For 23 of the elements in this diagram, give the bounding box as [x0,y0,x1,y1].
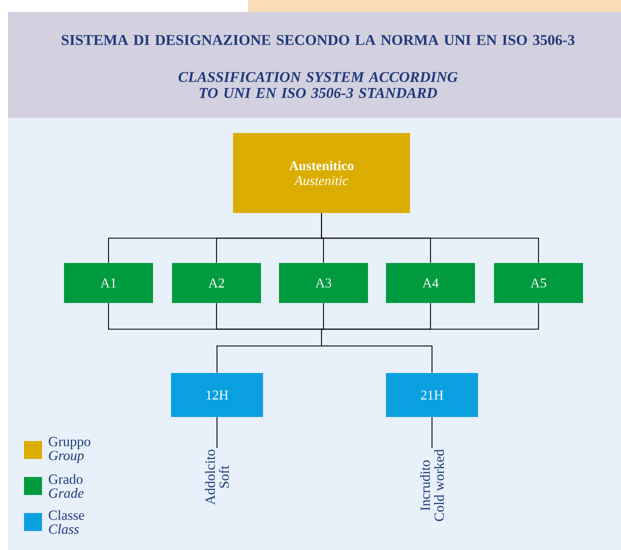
legend-label: Gruppo Group [48,436,90,464]
group-box: Austenitico Austenitic [233,132,410,213]
connector-line [321,328,322,346]
leader-line [216,416,218,448]
grade-box: A1 [64,262,153,303]
legend-label: Classe Class [48,510,84,534]
connector-line [321,212,539,264]
connector-line [321,346,432,374]
connector-line [216,302,322,330]
grade-box: A2 [172,262,261,303]
class-box: 12H [171,372,263,417]
rotated-label: Incrudito Cold worked [420,449,444,522]
connector-line [216,346,322,374]
connector-line [321,302,539,330]
grade-box: A3 [279,262,368,303]
class-box: 21H [386,372,478,417]
rotated-label: Addolcito Soft [205,450,229,505]
grade-box: A5 [494,262,583,303]
legend-label: Grado Grade [48,474,84,498]
grade-box: A4 [386,262,475,303]
connector-line [321,302,324,330]
title: SISTEMA DI DESIGNAZIONE SECONDO LA NORMA UNI EN ISO 3506-3 [62,34,574,46]
subtitle: CLASSIFICATION SYSTEM ACCORDING TO UNI EN ISO 3506-3 STANDARD [178,72,458,98]
